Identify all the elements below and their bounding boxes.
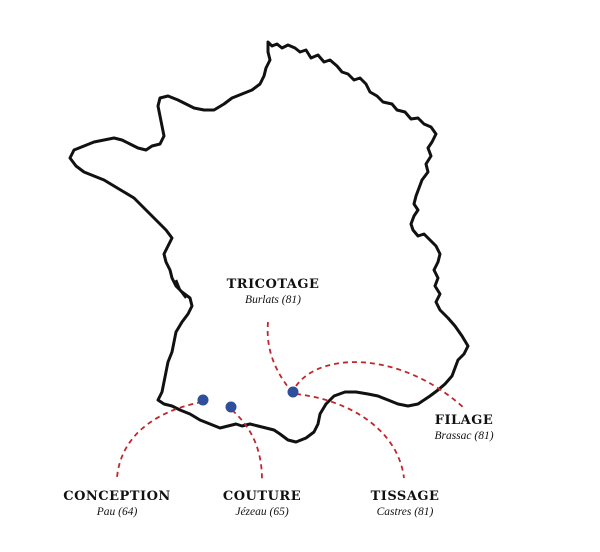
- place-name: Jézeau (65): [235, 506, 289, 518]
- connector-couture: [231, 409, 263, 481]
- connector-conception: [116, 401, 203, 479]
- connector-tissage: [295, 393, 405, 479]
- connector-filage: [295, 361, 465, 409]
- place-name: Brassac (81): [434, 430, 494, 442]
- label-couture: COUTURE Jézeau (65): [223, 489, 301, 520]
- step-name: CONCEPTION: [63, 489, 171, 504]
- step-name: FILAGE: [434, 413, 494, 428]
- place-name: Castres (81): [376, 506, 434, 518]
- label-tissage: TISSAGE Castres (81): [371, 489, 440, 520]
- island-outline: [174, 279, 187, 299]
- step-name: TRICOTAGE: [226, 277, 320, 292]
- label-tricotage: TRICOTAGE Burlats (81): [227, 277, 320, 308]
- step-name: TISSAGE: [370, 489, 440, 504]
- place-name: Pau (64): [96, 506, 138, 518]
- site-dot-couture[interactable]: [225, 401, 237, 413]
- label-filage: FILAGE Brassac (81): [434, 413, 493, 444]
- step-name: COUTURE: [222, 489, 302, 504]
- connector-tricotage: [266, 321, 293, 393]
- place-name: Burlats (81): [245, 294, 301, 306]
- label-conception: CONCEPTION Pau (64): [63, 489, 171, 520]
- site-dot-tricotage[interactable]: [287, 386, 299, 398]
- site-dot-conception[interactable]: [197, 394, 209, 406]
- france-outline: [68, 40, 470, 444]
